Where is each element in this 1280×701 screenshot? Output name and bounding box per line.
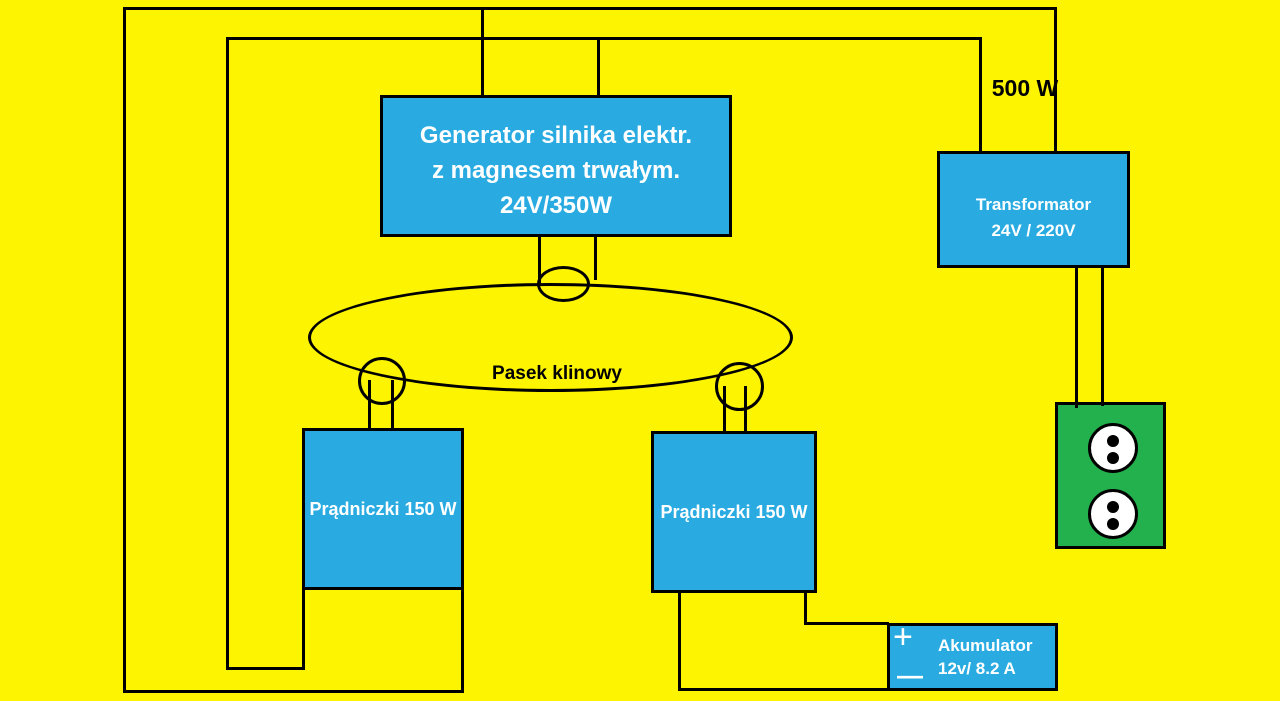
wire-inner-top — [226, 37, 982, 40]
wire-dynamo-right-plus-v — [804, 591, 807, 625]
wire-outer-top — [123, 7, 1057, 10]
wire-dynamo-left-terminal-a — [302, 588, 305, 670]
pinhole-icon — [1107, 501, 1119, 513]
generator-label-line2: z magnesem trwałym. — [431, 156, 681, 184]
battery-label-line2: 12v/ 8.2 A — [938, 659, 1016, 678]
pinhole-icon — [1107, 518, 1119, 530]
wire-inner-left — [226, 37, 229, 670]
generator-pulley-icon — [537, 266, 590, 302]
pinhole-icon — [1107, 435, 1119, 447]
socket-outlet-top-icon — [1088, 423, 1138, 473]
wire-pulley-left-shaft-b — [391, 380, 394, 430]
transformer-label-line1: Transformator — [975, 194, 1092, 214]
wire-generator-shaft-a — [538, 236, 541, 284]
power-socket-box — [1055, 402, 1166, 549]
dynamo-left-pulley-icon — [358, 357, 406, 405]
dynamo-right-pulley-icon — [715, 362, 764, 411]
generator-box: Generator silnika elektr. z magnesem trw… — [380, 95, 732, 237]
plus-terminal-icon: + — [893, 618, 913, 656]
wire-outer-bottom — [123, 690, 464, 693]
wire-dynamo-left-terminal-b — [461, 588, 464, 693]
wire-generator-shaft-b — [594, 236, 597, 280]
battery-box: Akumulator 12v/ 8.2 A — [887, 623, 1058, 691]
wire-dynamo-right-minus-v — [678, 591, 681, 691]
generator-label-line1: Generator silnika elektr. — [419, 121, 693, 149]
battery-label-line1: Akumulator — [938, 636, 1033, 655]
generator-label-line3: 24V/350W — [499, 191, 613, 219]
dynamo-right-box: Prądniczki 150 W — [651, 431, 817, 593]
minus-terminal-icon: — — [897, 660, 923, 690]
dynamo-right-label: Prądniczki 150 W — [660, 501, 808, 522]
wire-transformer-out-b — [1101, 267, 1104, 406]
wire-outer-left — [123, 7, 126, 693]
wire-pulley-right-shaft-a — [723, 386, 726, 433]
power-rating-label: 500 W — [991, 75, 1059, 101]
wire-dynamo-right-minus-h — [678, 688, 889, 691]
wire-inner-bottom — [226, 667, 305, 670]
wire-dynamo-right-plus-h — [804, 622, 889, 625]
wire-transformer-out-a — [1075, 267, 1078, 408]
dynamo-left-label: Prądniczki 150 W — [309, 498, 457, 519]
transformer-box: Transformator 24V / 220V — [937, 151, 1130, 268]
wire-outer-right — [1054, 7, 1057, 153]
belt-label: Pasek klinowy — [492, 363, 622, 384]
socket-outlet-bottom-icon — [1088, 489, 1138, 539]
transformer-label-line2: 24V / 220V — [991, 220, 1076, 240]
dynamo-left-box: Prądniczki 150 W — [302, 428, 464, 590]
pinhole-icon — [1107, 452, 1119, 464]
wire-generator-top-a — [481, 7, 484, 97]
wire-pulley-left-shaft-a — [368, 380, 371, 430]
wire-generator-top-b — [597, 37, 600, 97]
wire-inner-right — [979, 37, 982, 153]
